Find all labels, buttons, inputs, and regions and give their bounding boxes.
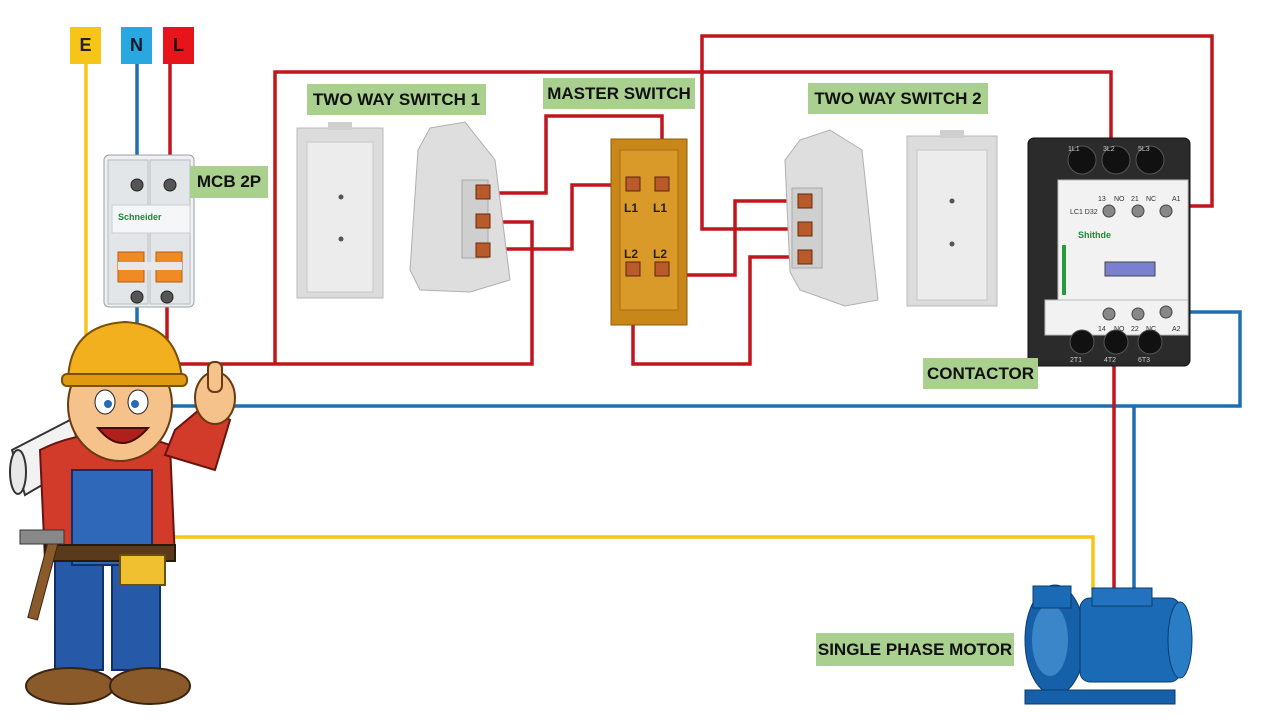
wire-s1-bottom-master [487,183,633,251]
contactor-aux-a2: A2 [1172,326,1181,333]
master-switch-label: MASTER SWITCH [543,78,695,109]
master-term-l2-left: L2 [624,247,638,261]
switch2-mechanism [784,129,879,307]
motor-pump [1024,584,1193,705]
contactor-term-4t2: 4T2 [1104,357,1116,364]
electrician-cartoon [9,320,236,705]
contactor-aux-13: 13 [1098,196,1106,203]
contactor-aux-no: NO [1114,196,1125,203]
contactor-term-5l3: 5L3 [1138,146,1150,153]
contactor-aux-22: 22 [1131,326,1139,333]
master-term-l1-left: L1 [624,201,638,215]
switch2-label: TWO WAY SWITCH 2 [808,83,988,114]
contactor-aux-a1: A1 [1172,196,1181,203]
wire-master-l2b-s2 [631,255,805,366]
neutral-tag: N [121,27,152,64]
contactor-aux-nc-b: NC [1146,326,1156,333]
wire-master-l2-s2 [662,199,805,277]
contactor-model: LC1 D32 [1070,209,1098,216]
switch1-mechanism [409,121,511,293]
mcb-breaker: Schneider [103,154,195,308]
contactor-body: 1L1 3L2 5L3 2T1 4T2 6T3 13 NO 21 NC A1 1… [1027,137,1191,367]
contactor-aux-14: 14 [1098,326,1106,333]
motor-label: SINGLE PHASE MOTOR [816,633,1014,666]
contactor-aux-nc: NC [1146,196,1156,203]
live-wire-contactor-main [273,70,1113,364]
contactor-aux-21: 21 [1131,196,1139,203]
contactor-term-3l2: 3L2 [1103,146,1115,153]
contactor-aux-no-b: NO [1114,326,1125,333]
live-tag: L [163,27,194,64]
earth-wires [84,62,1095,590]
master-term-l1-right: L1 [653,201,667,215]
mcb-brand: Schneider [118,212,162,222]
switch1-plate [296,122,384,299]
mcb-label: MCB 2P [190,166,268,198]
earth-wire-motor [150,535,1095,590]
contactor-label: CONTACTOR [923,358,1038,389]
contactor-term-6t3: 6T3 [1138,357,1150,364]
switch1-label: TWO WAY SWITCH 1 [307,84,486,115]
switch2-plate [906,130,998,307]
contactor-term-2t1: 2T1 [1070,357,1082,364]
master-switch-body: L1 L1 L2 L2 [610,138,688,326]
master-term-l2-right: L2 [653,247,667,261]
contactor-term-1l1: 1L1 [1068,146,1080,153]
earth-tag: E [70,27,101,64]
wire-s2-common-coil [700,34,1214,231]
contactor-brand: Shithde [1078,230,1111,240]
